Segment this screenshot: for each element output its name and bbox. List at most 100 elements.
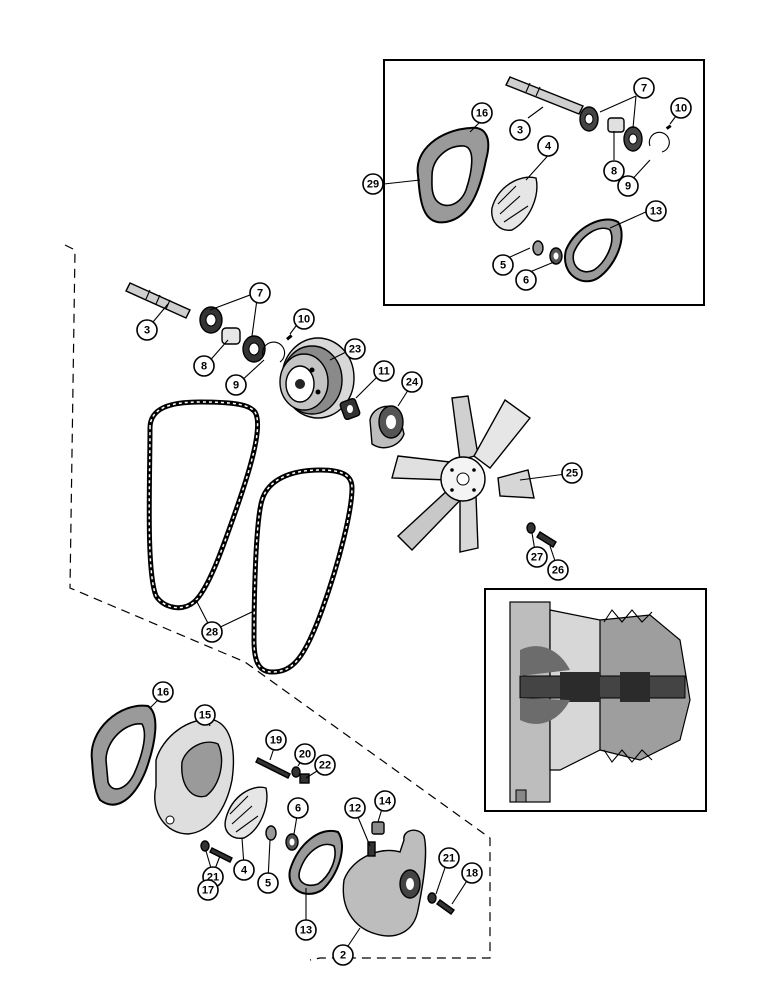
inset-bearing-a [579, 106, 599, 132]
callout-number: 27 [531, 552, 543, 564]
callout-circle [603, 160, 625, 182]
callout-number: 29 [367, 179, 379, 191]
callout-number: 5 [265, 878, 271, 890]
callout-number: 11 [378, 366, 390, 378]
plug-14 [371, 821, 385, 835]
callout-number: 20 [299, 749, 311, 761]
callout-number: 3 [517, 125, 523, 137]
bearing-rear [242, 335, 266, 363]
callout-26: 26 [547, 559, 569, 581]
callout-9-inset: 9 [617, 175, 639, 197]
callout-28: 28 [201, 621, 223, 643]
callout-3-inset: 3 [509, 119, 531, 141]
callout-17: 17 [197, 879, 219, 901]
callout-circle [362, 173, 384, 195]
cross-section-view [484, 588, 707, 812]
callout-circle [526, 546, 548, 568]
callout-8: 8 [193, 355, 215, 377]
inset-snap-ring [648, 131, 670, 153]
callout-16-inset: 16 [471, 102, 493, 124]
callout-circle [314, 754, 336, 776]
callout-circle [197, 879, 219, 901]
callout-circle [294, 743, 316, 765]
callout-number: 9 [233, 380, 239, 392]
fan-spacer [369, 405, 405, 449]
fan-washer [526, 522, 536, 534]
callout-circle [374, 790, 396, 812]
callout-number: 22 [319, 760, 331, 772]
shaft [125, 282, 191, 319]
inset-seal [532, 240, 544, 256]
callout-number: 7 [641, 83, 647, 95]
fan [391, 395, 535, 553]
callout-circle [547, 559, 569, 581]
inset-key [665, 124, 672, 130]
callout-12: 12 [344, 797, 366, 819]
callout-4: 4 [233, 859, 255, 881]
callout-13: 13 [295, 919, 317, 941]
callout-number: 13 [300, 925, 312, 937]
bearing-front [199, 306, 223, 334]
fitting-12 [367, 841, 376, 857]
callout-number: 13 [650, 206, 662, 218]
housing-cover [154, 718, 235, 835]
snap-ring [262, 341, 286, 363]
callout-number: 12 [349, 803, 361, 815]
callout-circle [295, 919, 317, 941]
callout-circle [537, 135, 559, 157]
callout-number: 24 [406, 377, 419, 389]
callout-5-inset: 5 [492, 254, 514, 276]
callout-2: 2 [332, 944, 354, 966]
inset-shaft [505, 76, 584, 115]
callout-number: 18 [466, 868, 478, 880]
callout-circle [670, 97, 692, 119]
callout-circle [193, 355, 215, 377]
callout-14: 14 [374, 790, 396, 812]
spacer [221, 327, 241, 345]
callout-29: 29 [362, 173, 384, 195]
callout-number: 26 [552, 565, 564, 577]
callout-number: 21 [443, 853, 455, 865]
pulley [279, 337, 355, 419]
callout-number: 10 [298, 314, 310, 326]
bolt-17 [200, 840, 233, 863]
callout-21b: 21 [438, 847, 460, 869]
inset-gasket-16 [416, 126, 490, 224]
callout-circle [265, 729, 287, 751]
callout-circle [344, 797, 366, 819]
callout-circle [287, 797, 309, 819]
callout-number: 16 [476, 108, 488, 120]
callout-circle [344, 338, 366, 360]
callout-10: 10 [293, 308, 315, 330]
callout-16: 16 [152, 681, 174, 703]
callout-number: 16 [157, 687, 169, 699]
inset-spacer [607, 117, 625, 133]
callout-number: 5 [500, 260, 506, 272]
impeller [224, 786, 268, 839]
callout-number: 8 [611, 166, 617, 178]
callout-5: 5 [257, 872, 279, 894]
callout-circle [293, 308, 315, 330]
callout-22: 22 [314, 754, 336, 776]
callout-circle [515, 269, 537, 291]
callout-circle [401, 371, 423, 393]
callout-4-inset: 4 [537, 135, 559, 157]
callout-11: 11 [373, 360, 395, 382]
belts [146, 399, 355, 675]
callout-19: 19 [265, 729, 287, 751]
callout-20: 20 [294, 743, 316, 765]
callout-number: 4 [545, 141, 552, 153]
callout-number: 7 [257, 288, 263, 300]
callout-circle [233, 859, 255, 881]
callout-circle [332, 944, 354, 966]
callout-circle [249, 282, 271, 304]
callout-circle [257, 872, 279, 894]
callout-number: 9 [625, 181, 631, 193]
pump-body [342, 829, 427, 937]
callout-number: 23 [349, 344, 361, 356]
callout-7: 7 [249, 282, 271, 304]
callout-10-inset: 10 [670, 97, 692, 119]
stud-nut [299, 773, 310, 784]
